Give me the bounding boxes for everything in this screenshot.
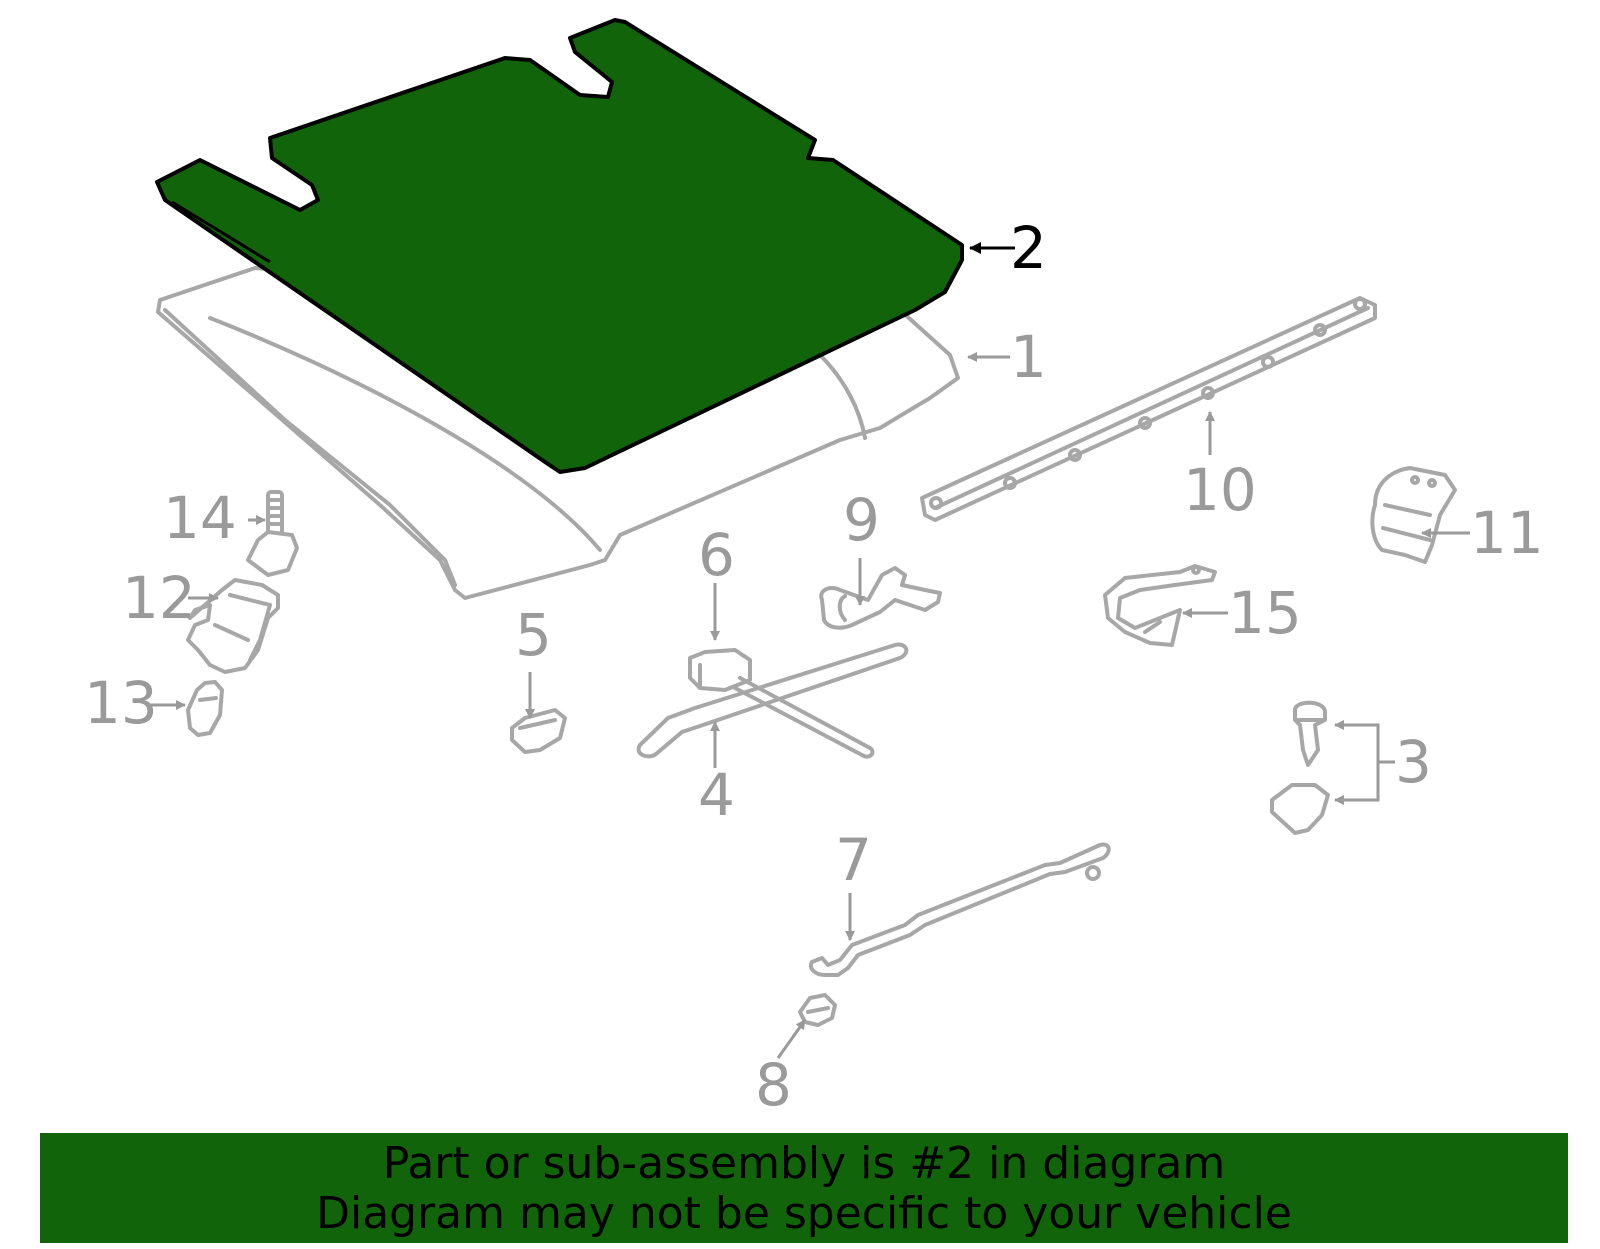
callout-11: 11 — [1470, 499, 1544, 567]
banner-line-2: Diagram may not be specific to your vehi… — [316, 1188, 1292, 1239]
callout-2: 2 — [1010, 214, 1047, 282]
callout-7: 7 — [835, 826, 872, 894]
part-10-seal-strip — [920, 296, 1377, 522]
part-8-clip — [798, 993, 837, 1027]
part-14-bolt — [246, 490, 299, 577]
part-2-hood-insulator — [155, 18, 964, 474]
callout-10: 10 — [1183, 456, 1257, 524]
part-6-clip — [688, 648, 752, 692]
info-banner: Part or sub-assembly is #2 in diagram Di… — [40, 1133, 1568, 1243]
part-9-latch — [819, 566, 942, 630]
part-3-clip-pad — [1270, 700, 1330, 835]
callout-12: 12 — [122, 564, 196, 632]
callout-1: 1 — [1010, 323, 1047, 391]
callout-13: 13 — [84, 669, 158, 737]
part-5-bumper — [510, 708, 567, 754]
part-15-hook — [1103, 564, 1217, 647]
callout-6: 6 — [698, 521, 735, 589]
callout-3: 3 — [1395, 728, 1432, 796]
insulator-pad — [155, 18, 964, 474]
leader-lines — [150, 242, 1470, 1059]
banner-line-1: Part or sub-assembly is #2 in diagram — [382, 1138, 1226, 1189]
callout-15: 15 — [1228, 579, 1302, 647]
callout-5: 5 — [515, 601, 552, 669]
callout-8: 8 — [755, 1051, 792, 1119]
callout-9: 9 — [843, 486, 880, 554]
part-4-prop-rod — [636, 642, 909, 759]
callout-14: 14 — [163, 484, 237, 552]
part-7-cable — [808, 842, 1111, 977]
part-11-bracket — [1370, 466, 1457, 564]
callout-labels: 2 1 10 11 15 9 6 4 5 14 12 13 3 7 8 — [84, 214, 1544, 1119]
callout-4: 4 — [698, 761, 735, 829]
part-13-grommet — [186, 680, 224, 737]
part-12-latch-assembly — [186, 578, 280, 674]
